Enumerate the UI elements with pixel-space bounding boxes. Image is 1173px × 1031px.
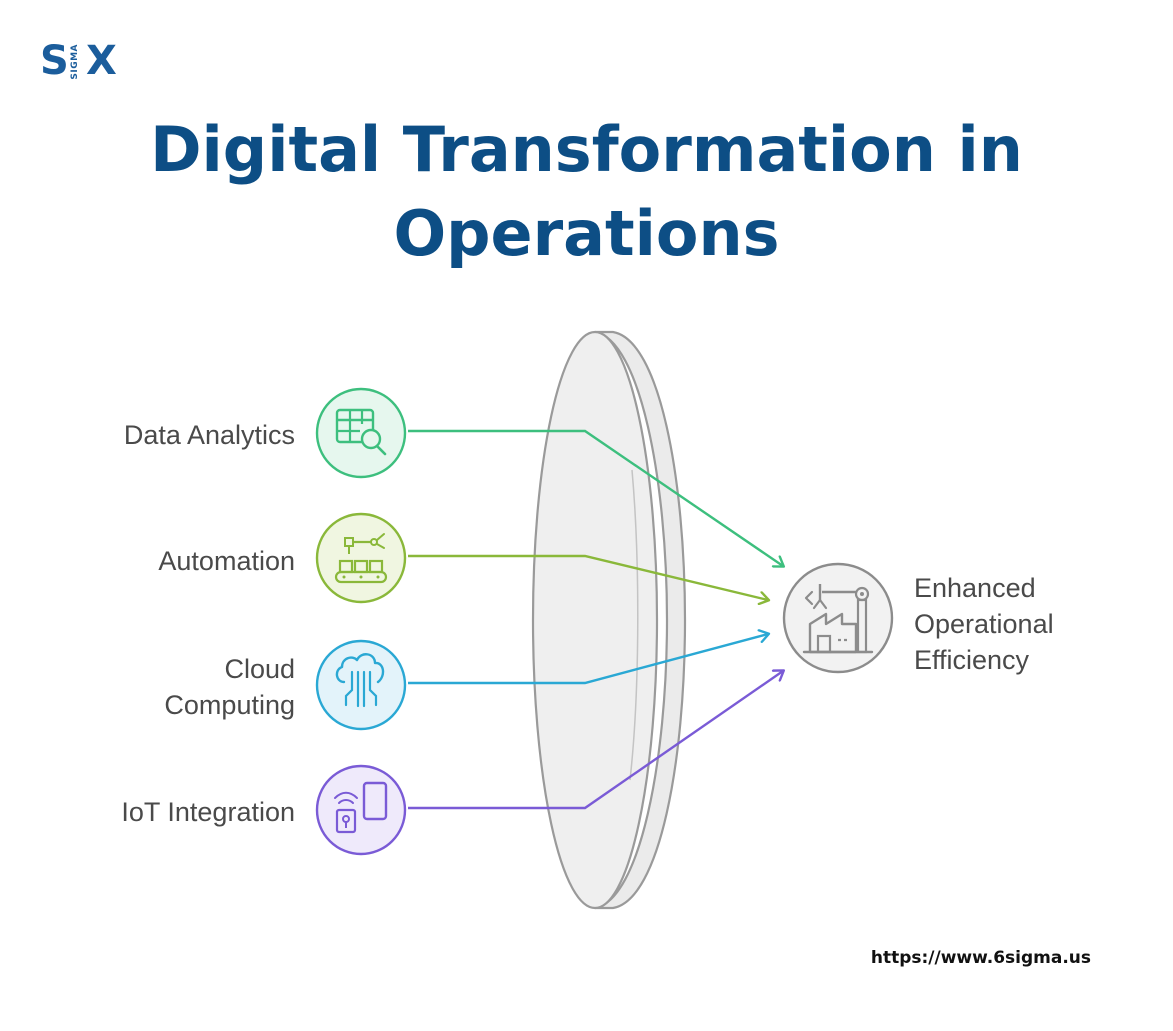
factory-robot-arm-icon xyxy=(782,562,894,674)
connector-automation xyxy=(408,554,768,600)
label-iot-integration: IoT Integration xyxy=(121,797,295,827)
lens xyxy=(531,330,687,910)
logo-letter-x: X xyxy=(86,38,117,84)
output-label-line-1: Enhanced xyxy=(914,573,1036,603)
label-cloud-computing: Cloud Computing xyxy=(164,654,295,720)
label-data-analytics: Data Analytics xyxy=(123,420,295,450)
connector-cloud-computing xyxy=(408,634,768,685)
label-automation: Automation xyxy=(158,546,295,576)
connector-data-analytics xyxy=(408,429,783,566)
conveyor-robot-icon xyxy=(315,512,407,604)
cloud-circuit-icon xyxy=(315,639,407,731)
logo-letter-s: S xyxy=(40,38,69,84)
label-output: Enhanced Operational Efficiency xyxy=(914,570,1054,678)
connector-iot-integration xyxy=(408,671,783,810)
output-label-line-3: Efficiency xyxy=(914,645,1030,675)
title-line-1: Digital Transformation in xyxy=(150,113,1023,186)
table-search-icon xyxy=(315,387,407,479)
output-label-line-2: Operational xyxy=(914,609,1054,639)
title-line-2: Operations xyxy=(393,197,780,270)
smart-device-icon xyxy=(315,764,407,856)
sixsigma-logo: S SIGMA X xyxy=(40,38,130,84)
website-link[interactable]: https://www.6sigma.us xyxy=(870,948,1091,968)
page-title: Digital Transformation in Operations xyxy=(0,108,1173,276)
